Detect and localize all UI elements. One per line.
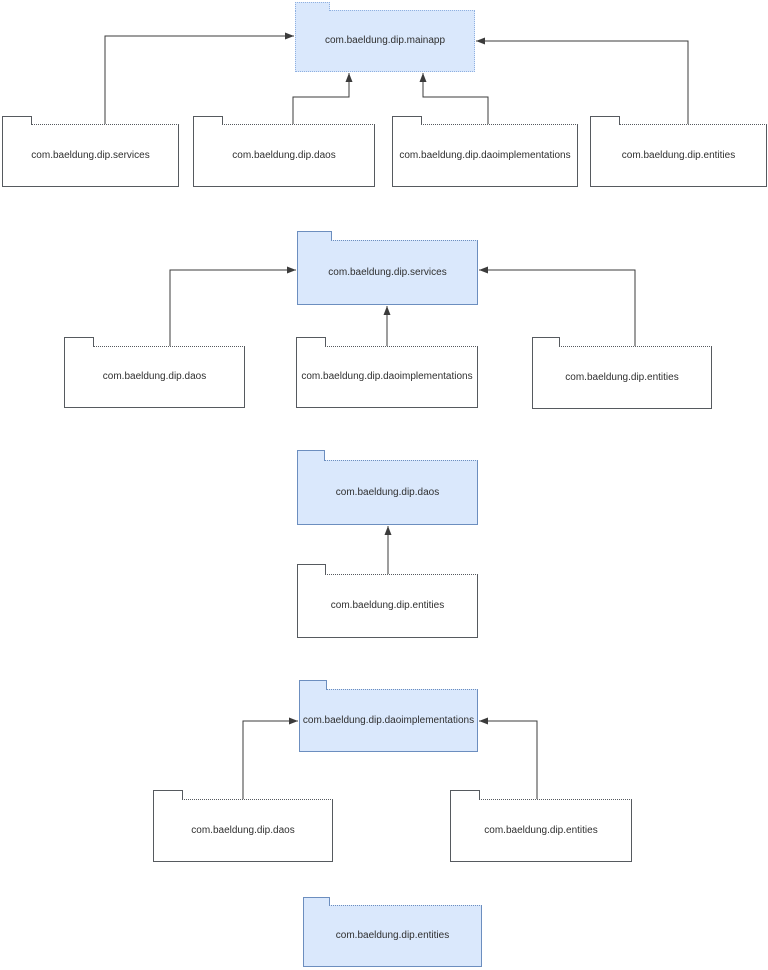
package-entities-row4[interactable]: com.baeldung.dip.entities: [450, 790, 632, 862]
package-tab-daos-row4: [153, 790, 183, 800]
package-tab-services-hub: [297, 231, 332, 241]
edge-daoimplementations-to-mainapp: [419, 73, 489, 124]
package-label-entities-hub: com.baeldung.dip.entities: [335, 930, 450, 941]
package-tab-daos-hub: [297, 450, 325, 461]
package-label-daoimplementations-row1: com.baeldung.dip.daoimplementations: [399, 149, 571, 161]
package-entities-row3[interactable]: com.baeldung.dip.entities: [297, 564, 478, 638]
edge-entities-to-daoimplementations: [479, 717, 538, 799]
package-daoimplementations-row1[interactable]: com.baeldung.dip.daoimplementations: [392, 116, 578, 187]
package-tab-daoimplementations-row2: [296, 337, 326, 347]
package-label-daos-row1: com.baeldung.dip.daos: [232, 149, 336, 161]
package-label-mainapp: com.baeldung.dip.mainapp: [324, 35, 446, 46]
package-label-entities-row2: com.baeldung.dip.entities: [565, 371, 679, 383]
package-daoimplementations-row2[interactable]: com.baeldung.dip.daoimplementations: [296, 337, 478, 408]
package-tab-daos-row2: [64, 337, 94, 347]
package-label-daos-hub: com.baeldung.dip.daos: [335, 486, 440, 498]
package-label-services-hub: com.baeldung.dip.services: [328, 266, 447, 278]
package-tab-daoimplementations-hub: [299, 680, 327, 690]
package-daoimplementations-hub[interactable]: com.baeldung.dip.daoimplementations: [299, 680, 478, 752]
package-label-services-row1: com.baeldung.dip.services: [31, 149, 150, 161]
package-entities-row2[interactable]: com.baeldung.dip.entities: [532, 337, 712, 409]
package-tab-entities-hub: [303, 897, 330, 906]
edge-services-to-mainapp: [104, 32, 294, 124]
package-entities-row1[interactable]: com.baeldung.dip.entities: [590, 116, 767, 187]
package-services-row1[interactable]: com.baeldung.dip.services: [2, 116, 179, 187]
package-entities-hub[interactable]: com.baeldung.dip.entities: [303, 897, 482, 967]
package-tab-entities-row4: [450, 790, 480, 800]
package-tab-daoimplementations-row1: [392, 116, 422, 125]
package-mainapp[interactable]: com.baeldung.dip.mainapp: [295, 2, 475, 72]
package-label-entities-row1: com.baeldung.dip.entities: [621, 149, 736, 161]
package-tab-daos-row1: [193, 116, 223, 125]
package-daos-row2[interactable]: com.baeldung.dip.daos: [64, 337, 245, 408]
package-daos-hub[interactable]: com.baeldung.dip.daos: [297, 450, 478, 525]
edge-daos-to-mainapp: [292, 73, 353, 124]
package-label-entities-row3: com.baeldung.dip.entities: [330, 600, 445, 611]
edge-entities-to-services: [479, 266, 636, 346]
package-tab-entities-row1: [590, 116, 620, 125]
package-tab-services-row1: [2, 116, 32, 125]
package-services-hub[interactable]: com.baeldung.dip.services: [297, 231, 478, 305]
edge-daos-to-services: [169, 266, 296, 346]
package-tab-entities-row3: [297, 564, 326, 575]
package-daos-row1[interactable]: com.baeldung.dip.daos: [193, 116, 375, 187]
package-label-daoimplementations-hub: com.baeldung.dip.daoimplementations: [302, 714, 475, 726]
package-label-entities-row4: com.baeldung.dip.entities: [484, 824, 598, 836]
package-label-daos-row4: com.baeldung.dip.daos: [191, 824, 295, 836]
edge-entities-to-mainapp: [476, 37, 689, 124]
package-tab-entities-row2: [532, 337, 560, 347]
edge-daos-to-daoimplementations: [242, 717, 298, 799]
package-tab-mainapp: [295, 2, 330, 11]
package-label-daos-row2: com.baeldung.dip.daos: [102, 371, 207, 382]
package-daos-row4[interactable]: com.baeldung.dip.daos: [153, 790, 333, 862]
package-label-daoimplementations-row2: com.baeldung.dip.daoimplementations: [301, 371, 473, 382]
